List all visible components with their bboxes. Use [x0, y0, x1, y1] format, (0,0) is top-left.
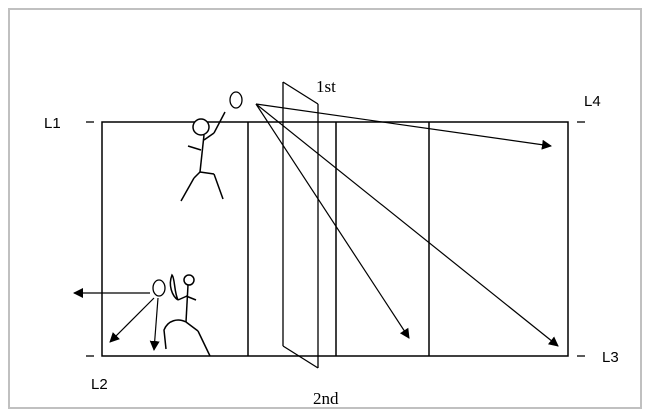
trajectory-down	[149, 297, 160, 351]
label-first: 1st	[316, 77, 336, 96]
court-boundary	[101, 121, 569, 357]
label-l2: L2	[91, 376, 108, 393]
label-l4: L4	[584, 93, 601, 110]
shuttle-top-icon	[229, 91, 243, 109]
player-top-figure	[180, 111, 226, 202]
player-bottom-figure	[163, 273, 211, 357]
label-l3: L3	[602, 349, 619, 366]
shuttle-bottom-icon	[152, 279, 166, 297]
label-second: 2nd	[313, 389, 339, 408]
net-top	[282, 81, 319, 105]
trajectory-to-l2	[109, 297, 155, 343]
trajectory-mid	[255, 103, 410, 339]
trajectory-to-l4	[255, 103, 552, 150]
net-bottom	[282, 345, 319, 369]
trajectory-to-l3	[255, 103, 559, 347]
label-l1: L1	[44, 115, 61, 132]
